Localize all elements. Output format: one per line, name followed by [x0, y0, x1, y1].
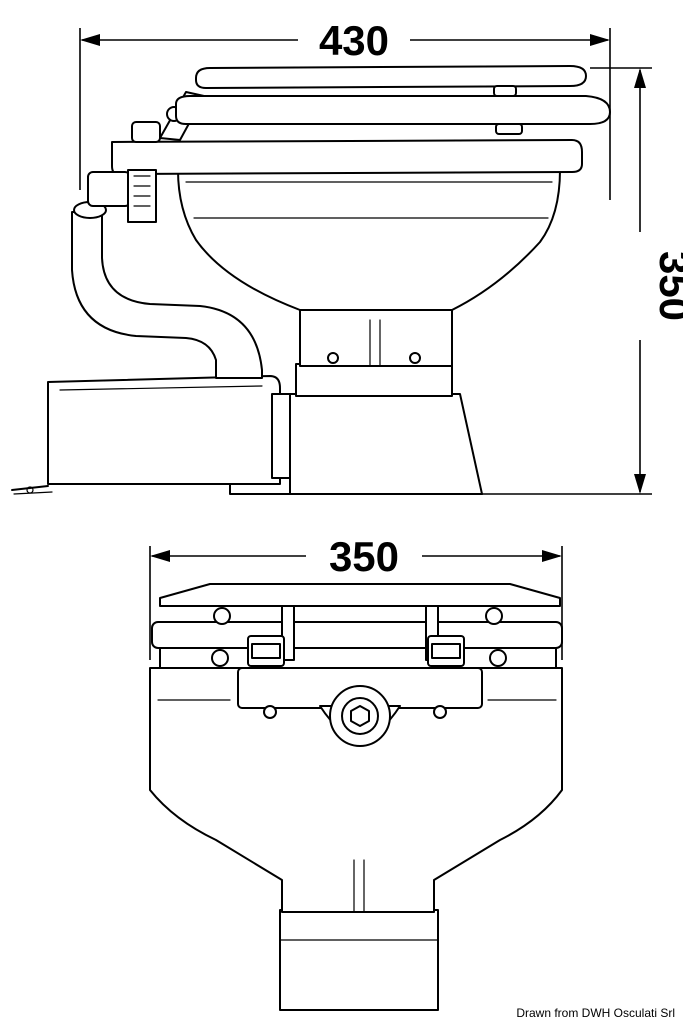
side-view: 430 350	[11, 17, 683, 495]
side-width-label: 430	[319, 17, 389, 64]
front-bowl	[149, 667, 563, 913]
front-outlet	[263, 685, 447, 747]
front-hinge-posts	[247, 599, 465, 667]
front-width-dimension: 350	[149, 533, 563, 660]
front-base	[279, 909, 439, 1011]
side-height-label: 350	[651, 251, 683, 321]
side-width-dimension: 430	[79, 17, 611, 200]
side-seat	[175, 95, 611, 135]
front-lid	[159, 583, 561, 625]
front-seat	[151, 621, 563, 669]
credit-text: Drawn from DWH Osculati Srl	[516, 1006, 675, 1020]
side-bowl	[177, 169, 561, 311]
front-view: 350	[149, 533, 563, 1011]
side-lid	[195, 65, 587, 97]
inlet-fitting	[87, 169, 157, 223]
side-base	[289, 309, 483, 495]
front-width-label: 350	[329, 533, 399, 580]
side-rim	[111, 139, 583, 175]
side-height-dimension: 350	[480, 67, 683, 495]
pump-motor-box	[11, 375, 483, 495]
